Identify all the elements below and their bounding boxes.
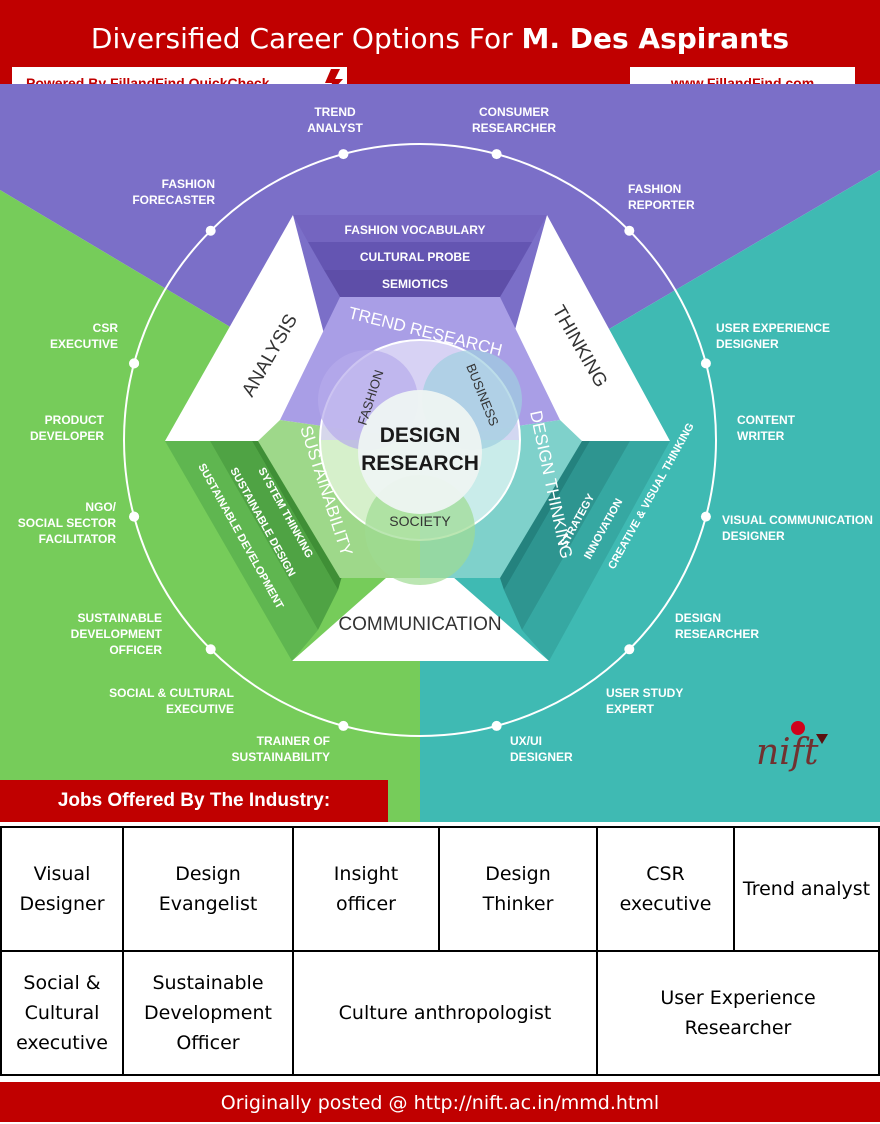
job-cell: Social & Cultural executive: [2, 952, 124, 1074]
career-ring: [123, 143, 717, 737]
job-title-line: Insight: [333, 863, 399, 885]
job-title-line: Cultural: [24, 1002, 100, 1024]
band-top-2: [308, 242, 532, 270]
career-dot: [624, 225, 635, 236]
job-title-line: CSR: [646, 863, 685, 885]
band-top-label: SEMIOTICS: [382, 277, 448, 291]
nift-logo: nift: [756, 721, 828, 773]
job-title-line: Design: [175, 863, 241, 885]
job-title-line: User Experience: [660, 987, 816, 1009]
job-title-line: Social &: [23, 972, 101, 994]
job-cell: CSR executive: [598, 828, 735, 952]
job-title-line: Designer: [19, 893, 105, 915]
career-dot: [338, 149, 349, 160]
job-title-line: Officer: [176, 1032, 240, 1054]
band-left-2: [210, 441, 338, 630]
job-title-line: Thinker: [482, 893, 554, 915]
job-title-line: executive: [16, 1032, 108, 1054]
center-disc: [358, 390, 482, 514]
job-title-line: Culture anthropologist: [338, 1002, 552, 1024]
career-dot: [129, 511, 140, 522]
job-title-line: Sustainable: [152, 972, 264, 994]
job-title-line: Evangelist: [158, 893, 258, 915]
job-title-line: officer: [336, 893, 396, 915]
source-link[interactable]: Originally posted @ http://nift.ac.in/mm…: [220, 1092, 660, 1114]
footer-bar: Originally posted @ http://nift.ac.in/mm…: [0, 1082, 880, 1122]
career-dot: [338, 720, 349, 731]
career-dot: [129, 358, 140, 369]
band-left-1: [165, 441, 318, 661]
career-dot: [700, 511, 711, 522]
band-top-3: [324, 270, 516, 297]
job-title-line: Design: [485, 863, 551, 885]
job-title: Culture anthropologist: [339, 998, 552, 1028]
career-dot: [624, 644, 635, 655]
band-top-label: FASHION VOCABULARY: [345, 223, 486, 237]
career-diagram: FASHION VOCABULARY CULTURAL PROBE SEMIOTIC…: [0, 84, 880, 822]
job-title: Social & Cultural executive: [16, 968, 108, 1058]
job-title-line: Visual: [33, 863, 91, 885]
band-right-2: [504, 441, 630, 630]
svg-text:nift: nift: [756, 732, 819, 773]
job-cell: Trend analyst: [735, 828, 878, 952]
job-cell: Insight officer: [294, 828, 440, 952]
job-cell: Culture anthropologist: [294, 952, 598, 1074]
job-title: CSR executive: [620, 859, 712, 919]
communication-label: COMMUNICATION: [338, 614, 501, 635]
career-dot: [491, 149, 502, 160]
job-title: Trend analyst: [743, 874, 870, 904]
job-title: Insight officer: [334, 859, 398, 919]
band-top-1: [293, 215, 547, 242]
band-top-label: CULTURAL PROBE: [360, 250, 470, 264]
jobs-header: Jobs Offered By The Industry:: [0, 780, 388, 822]
career-dot: [700, 358, 711, 369]
society-label: SOCIETY: [389, 513, 451, 529]
job-title-line: Trend analyst: [742, 878, 871, 900]
career-dot: [205, 644, 216, 655]
job-title-line: Researcher: [684, 1017, 792, 1039]
career-dot: [205, 225, 216, 236]
page-title: Diversified Career Options For M. Des As…: [90, 22, 790, 55]
career-dot: [491, 720, 502, 731]
job-title-line: executive: [619, 893, 712, 915]
band-right-1: [522, 441, 670, 661]
job-title-line: Development: [144, 1002, 272, 1024]
communication-triangle: [292, 548, 549, 661]
